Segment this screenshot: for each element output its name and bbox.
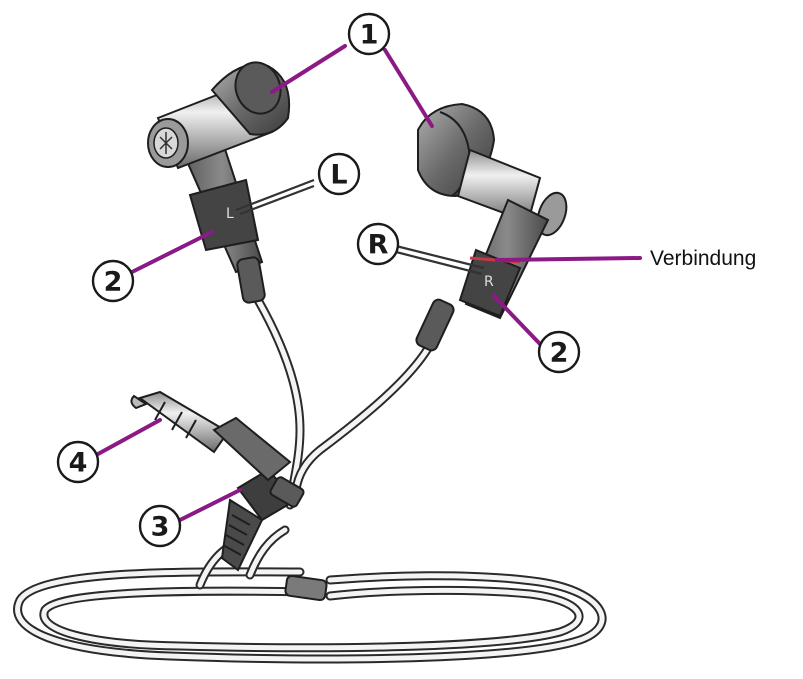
callout-L: L (317, 152, 361, 196)
leader-connection (495, 256, 642, 262)
connection-label: Verbindung (650, 247, 756, 270)
svg-text:L: L (226, 206, 234, 222)
leader-3 (178, 488, 242, 522)
callout-L-text: L (330, 160, 347, 191)
callout-2-right: 2 (537, 330, 581, 374)
callout-1-text: 1 (360, 20, 379, 51)
leader-2-right (492, 294, 542, 346)
callout-1: 1 (347, 12, 391, 56)
cable-splitter (220, 468, 305, 572)
callout-4: 4 (56, 440, 100, 484)
right-cable (291, 340, 435, 495)
audio-plug (130, 390, 292, 482)
leader-lines (96, 44, 642, 522)
callout-2-left: 2 (91, 259, 135, 303)
coiled-cable (13, 525, 607, 664)
leader-2-left (130, 230, 214, 274)
callout-3-text: 3 (151, 512, 170, 543)
leader-1-left (270, 44, 347, 94)
left-earpiece: L (147, 61, 290, 304)
marker-leaders (235, 178, 485, 276)
callout-R-text: R (368, 230, 389, 261)
callout-2-right-text: 2 (550, 338, 569, 369)
cable-strain-relief (284, 574, 328, 602)
leader-1-right (383, 48, 434, 128)
svg-text:R: R (484, 274, 494, 290)
callout-4-text: 4 (69, 448, 88, 479)
right-earpiece: R (415, 102, 568, 352)
callout-3: 3 (138, 504, 182, 548)
callout-R: R (356, 222, 400, 266)
callout-2-left-text: 2 (104, 267, 123, 298)
leader-4 (96, 418, 162, 456)
